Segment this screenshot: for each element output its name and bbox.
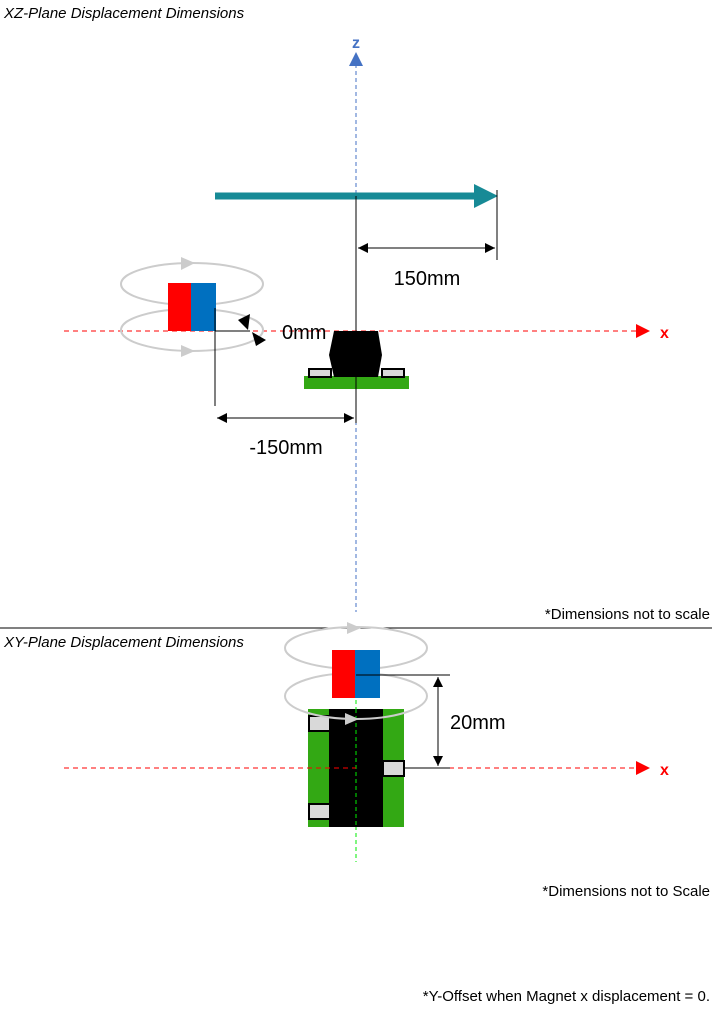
magnet-xz: [168, 283, 216, 331]
pad: [308, 803, 331, 820]
magnet-north-pole: [332, 650, 355, 698]
magnet-south-pole: [191, 283, 216, 331]
pad: [308, 368, 332, 378]
arrowhead-icon: [238, 314, 250, 330]
xy-panel-title: XY-Plane Displacement Dimensions: [3, 634, 244, 651]
xz-note: *Dimensions not to scale: [545, 606, 710, 623]
pad: [381, 368, 405, 378]
magnet-north-pole: [168, 283, 191, 331]
dimension-label-positive: 150mm: [394, 268, 461, 290]
z-axis-label: z: [352, 35, 360, 52]
x-axis-label-xz: x: [660, 325, 669, 342]
xz-panel-title: XZ-Plane Displacement Dimensions: [3, 5, 245, 22]
rotation-arrow-icon: [181, 257, 195, 270]
footnote: *Y-Offset when Magnet x displacement = 0…: [423, 988, 710, 1005]
dimension-0mm: 0mm: [215, 314, 326, 346]
dimension-150mm: 150mm: [355, 190, 498, 331]
rotation-arrow-icon: [347, 622, 361, 634]
pad: [382, 760, 405, 777]
rotation-arrow-icon: [345, 713, 359, 725]
pad: [308, 715, 331, 732]
x-axis-arrowhead-icon: [636, 324, 650, 338]
xy-note: *Dimensions not to Scale: [542, 883, 710, 900]
magnet-south-pole: [355, 650, 380, 698]
dimension-neg150mm: -150mm: [214, 308, 357, 459]
z-axis-arrowhead-icon: [349, 52, 363, 66]
arrowhead-icon: [252, 332, 266, 346]
motion-direction-arrow: [215, 184, 498, 208]
dimension-label-offset: 20mm: [450, 712, 506, 734]
sensor-board-xy: [308, 709, 405, 827]
magnet-xy: [332, 650, 380, 698]
x-axis-arrowhead-icon: [636, 761, 650, 775]
dimension-label-negative: -150mm: [249, 437, 322, 459]
dimension-label-zero: 0mm: [282, 322, 326, 344]
rotation-arrow-icon: [181, 345, 195, 357]
dimension-20mm: 20mm: [356, 674, 506, 769]
x-axis-label-xy: x: [660, 762, 669, 779]
x-axis-xz: x: [64, 324, 669, 342]
